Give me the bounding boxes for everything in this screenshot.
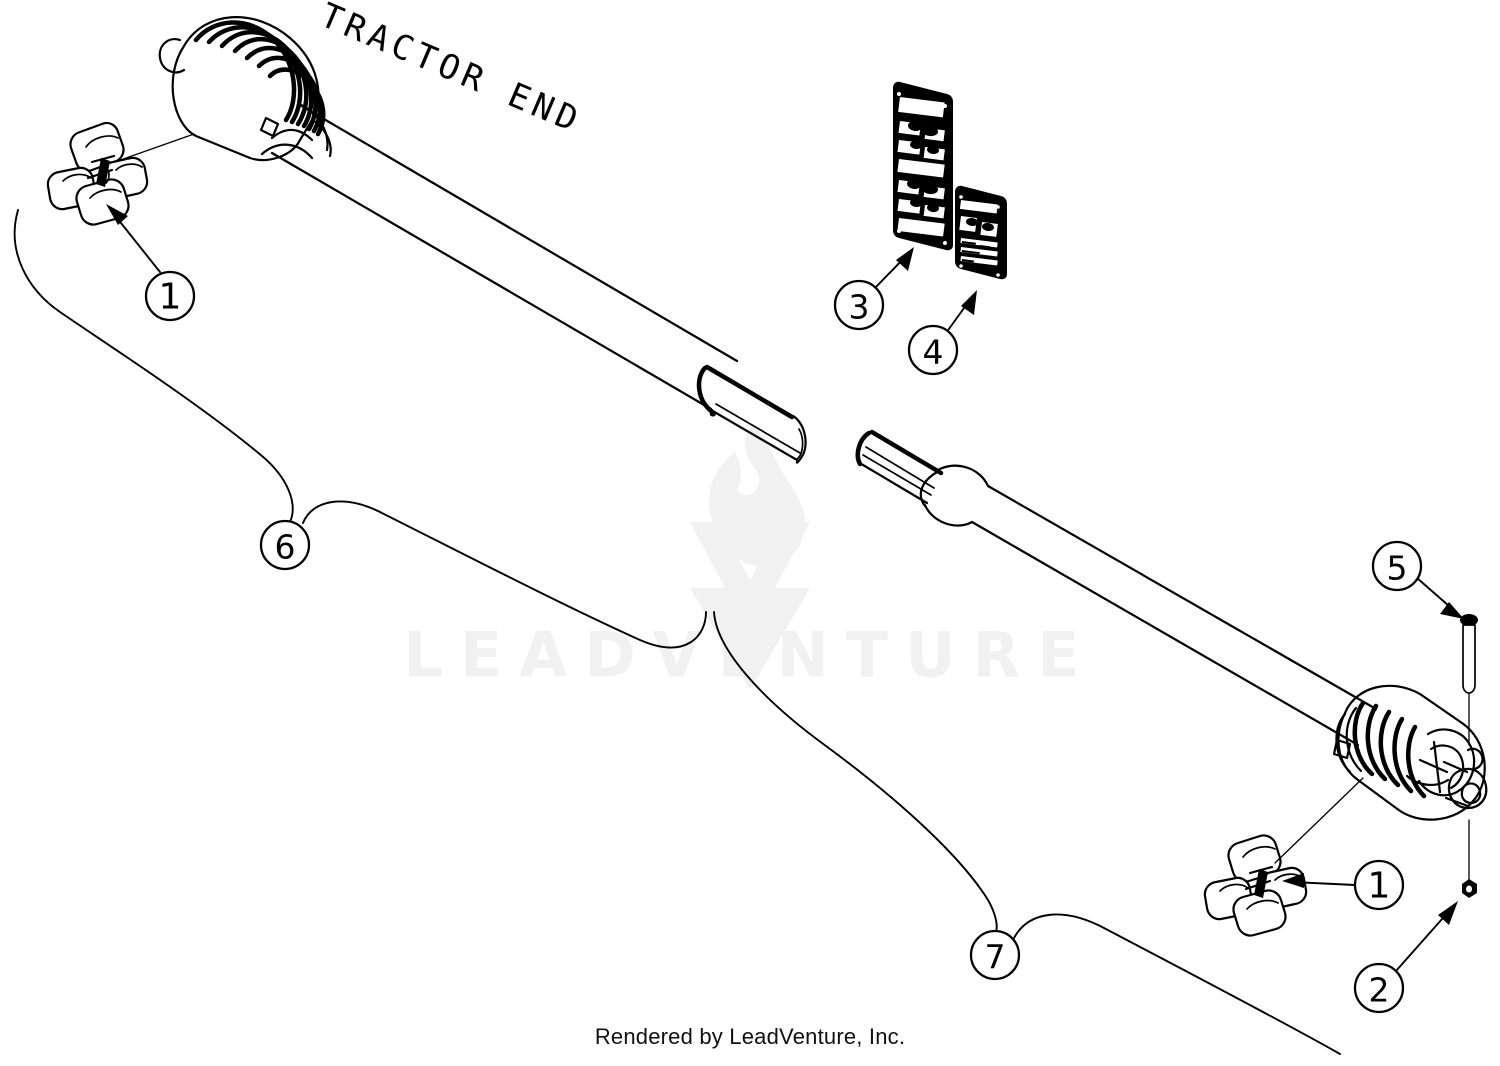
lower-driveshaft-assembly — [855, 429, 1488, 937]
upper-shaft-bellows-guard — [158, 16, 332, 162]
upper-shaft-tube — [270, 103, 739, 411]
balloon-1-lower-leader — [1282, 873, 1356, 888]
balloon-2-number: 2 — [1369, 971, 1390, 1010]
balloon-4-circle[interactable] — [907, 324, 959, 376]
decal-corner-holes — [897, 92, 947, 245]
balloon-4-number: 4 — [923, 333, 944, 372]
universal-joint-cross-lower — [1203, 834, 1308, 937]
balloon-7[interactable]: 7 — [969, 929, 1021, 981]
balloon-6-bracket-right — [302, 500, 707, 649]
balloon-1-upper[interactable]: 1 — [144, 270, 196, 322]
balloon-3-circle[interactable] — [833, 279, 885, 331]
balloon-6[interactable]: 6 — [259, 519, 311, 571]
tractor-end-label: TRACTOR END — [314, 0, 588, 142]
lower-shaft-bellows-guard — [1332, 684, 1488, 821]
watermark-text: LEADVENTURE — [403, 619, 1096, 692]
chevron-v-icon — [690, 522, 810, 690]
balloon-7-circle[interactable] — [969, 929, 1021, 981]
balloon-7-bracket-right — [1013, 913, 1341, 1055]
balloon-4[interactable]: 4 — [907, 324, 959, 376]
balloon-5-number: 5 — [1387, 549, 1408, 588]
balloon-3-leader — [874, 247, 914, 289]
balloon-5[interactable]: 5 — [1371, 540, 1423, 592]
small-decal-pictograms — [961, 217, 994, 263]
upper-driveshaft-assembly — [46, 16, 807, 464]
lower-shaft-spline-end — [855, 429, 944, 505]
balloon-3[interactable]: 3 — [833, 279, 885, 331]
balloon-7-bracket-left — [713, 611, 998, 933]
balloon-6-circle[interactable] — [259, 519, 311, 571]
balloon-3-number: 3 — [849, 288, 870, 327]
balloon-1-upper-leader — [106, 204, 161, 273]
leadventure-watermark: LEADVENTURE — [403, 424, 1096, 692]
nut — [1462, 819, 1477, 898]
lower-shaft-tube — [919, 464, 1378, 747]
balloon-6-number: 6 — [275, 528, 296, 567]
balloon-6-bracket-left — [13, 209, 294, 523]
balloon-1-lower[interactable]: 1 — [1353, 859, 1405, 911]
balloon-7-number: 7 — [985, 938, 1006, 977]
large-safety-decal — [893, 81, 953, 251]
decal-pictograms — [907, 120, 939, 213]
universal-joint-cross-upper — [46, 121, 149, 226]
small-decal-corner-holes — [959, 195, 1000, 277]
balloon-1-upper-number: 1 — [159, 277, 182, 318]
balloon-4-leader — [945, 290, 977, 334]
lower-yoke-leader — [1274, 777, 1364, 864]
upper-shaft-spline-end — [696, 364, 807, 464]
balloon-5-leader — [1416, 577, 1464, 619]
footer-credit: Rendered by LeadVenture, Inc. — [594, 1024, 906, 1049]
balloon-1-lower-number: 1 — [1368, 866, 1391, 907]
balloon-2-leader — [1395, 901, 1458, 972]
balloon-1-lower-circle[interactable] — [1353, 859, 1405, 911]
small-safety-decal — [955, 185, 1007, 280]
balloon-5-circle[interactable] — [1371, 540, 1423, 592]
bolt — [1460, 614, 1478, 746]
balloon-2[interactable]: 2 — [1353, 962, 1405, 1014]
balloon-2-circle[interactable] — [1353, 962, 1405, 1014]
balloon-1-upper-circle[interactable] — [144, 270, 196, 322]
